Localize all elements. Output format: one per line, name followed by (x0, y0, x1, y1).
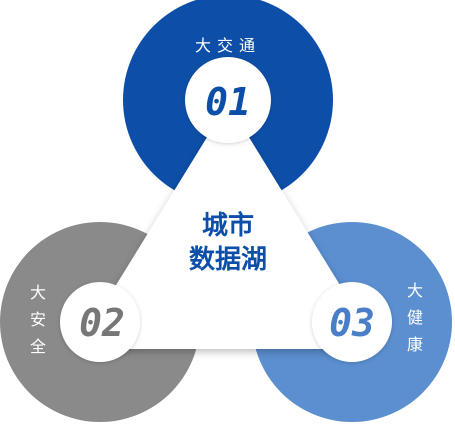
inner-circle-02 (60, 282, 140, 362)
segment-number-03: 03 (329, 301, 375, 345)
segment-label-01: 大交通 (195, 36, 261, 55)
center-title-line1: 城市 (202, 210, 254, 241)
segment-label-02: 大 安 全 (30, 283, 46, 356)
center-title-line2: 数据湖 (189, 245, 267, 275)
segment-number-02: 02 (79, 301, 125, 345)
segment-label-03-char-2: 健 (407, 308, 423, 327)
inner-circle-03 (312, 282, 392, 362)
segment-number-01: 01 (205, 80, 251, 124)
segment-label-02-char-1: 大 (30, 283, 46, 302)
inner-circle-01 (185, 57, 271, 143)
center-triangle (87, 115, 369, 349)
segment-label-02-char-3: 全 (30, 337, 46, 356)
segment-label-03-char-3: 康 (407, 335, 423, 354)
segment-label-03-char-1: 大 (407, 281, 423, 300)
segment-label-03: 大 健 康 (407, 281, 423, 354)
segment-label-02-char-2: 安 (30, 310, 46, 329)
